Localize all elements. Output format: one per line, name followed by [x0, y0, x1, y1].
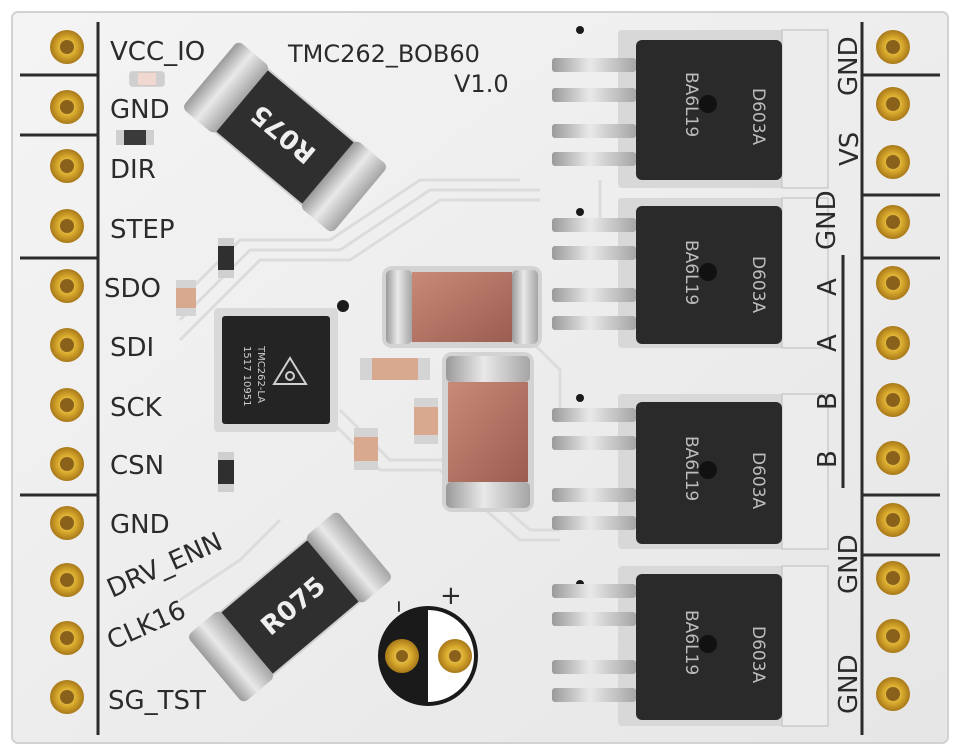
pad — [50, 328, 84, 362]
pad — [876, 503, 910, 537]
label-gnd-2: GND — [812, 190, 842, 250]
pad — [876, 145, 910, 179]
pin-label-sg-tst: SG_TST — [108, 686, 206, 716]
pad — [50, 563, 84, 597]
sense-resistor-top: R075 — [184, 42, 386, 232]
board-title: TMC262_BOB60 — [287, 40, 480, 68]
pad — [50, 30, 84, 64]
mosfet-4: D603A BA6L19 — [552, 565, 829, 727]
mosfet-code-2: BA6L19 — [681, 240, 701, 305]
pad — [50, 680, 84, 714]
pin-label-dir: DIR — [110, 155, 156, 185]
label-b-1: B — [813, 392, 843, 410]
smd-capacitor — [176, 280, 196, 316]
pad — [876, 561, 910, 595]
smd-passives — [176, 238, 438, 492]
label-gnd-3: GND — [834, 534, 864, 594]
polarity-minus: – — [385, 600, 415, 613]
label-gnd-bottom: GND — [834, 654, 864, 714]
pin-label-step: STEP — [110, 215, 175, 245]
mosfet-3: D603A BA6L19 — [552, 393, 829, 550]
mosfet-1: D603A BA6L19 — [552, 26, 829, 189]
mosfet-2: D603A BA6L19 — [552, 197, 829, 349]
label-a-2: A — [813, 334, 843, 352]
driver-ic-date-code: 1517 10951 — [241, 346, 252, 406]
smd-resistor — [218, 452, 234, 492]
pad — [50, 506, 84, 540]
mosfet-code-4: BA6L19 — [681, 610, 701, 675]
pad — [50, 621, 84, 655]
mosfet-marking-3: D603A — [748, 452, 768, 510]
led-component — [129, 71, 165, 87]
pin-label-sdi: SDI — [110, 333, 154, 363]
trinamic-logo-icon — [272, 356, 308, 385]
pin-label-csn: CSN — [110, 451, 164, 481]
mosfet-code-1: BA6L19 — [681, 72, 701, 137]
smd-resistor — [218, 238, 234, 278]
right-header-pads — [876, 30, 910, 711]
pad — [50, 388, 84, 422]
pad — [876, 205, 910, 239]
label-b-2: B — [813, 450, 843, 468]
pad — [876, 441, 910, 475]
pad — [876, 326, 910, 360]
bulk-capacitor-1 — [382, 266, 542, 348]
pin-label-sck: SCK — [110, 393, 163, 423]
mosfet-marking-4: D603A — [748, 626, 768, 684]
bulk-capacitor-2 — [442, 352, 534, 512]
label-vs: VS — [835, 132, 865, 166]
mosfet-code-3: BA6L19 — [681, 436, 701, 501]
silkscreen-lines — [20, 22, 940, 735]
mosfet-marking-2: D603A — [748, 256, 768, 314]
smd-capacitor — [414, 398, 438, 444]
pin-label-vcc-io: VCC_IO — [110, 37, 205, 67]
pad — [50, 447, 84, 481]
pin-label-sdo: SDO — [104, 274, 161, 304]
pad — [50, 209, 84, 243]
pin-label-gnd-2: GND — [110, 510, 170, 540]
pad — [50, 90, 84, 124]
driver-ic-part-number: TMC262-LA — [255, 345, 266, 403]
pad — [876, 383, 910, 417]
pad — [50, 269, 84, 303]
smd-capacitor — [360, 358, 430, 380]
driver-ic: TMC262-LA 1517 10951 — [214, 300, 349, 432]
smd-resistor — [116, 130, 154, 145]
smd-capacitor — [354, 428, 378, 470]
pad — [876, 266, 910, 300]
pad — [876, 619, 910, 653]
sense-resistor-bottom: R075 — [189, 512, 391, 702]
pad — [876, 677, 910, 711]
pad — [876, 30, 910, 64]
label-a-1: A — [813, 278, 843, 296]
pad — [50, 149, 84, 183]
left-header-pads — [50, 30, 84, 714]
label-gnd-top: GND — [834, 36, 864, 96]
board-version: V1.0 — [454, 70, 509, 98]
mosfet-marking-1: D603A — [748, 88, 768, 146]
power-input-terminal: – + — [378, 581, 478, 706]
polarity-plus: + — [440, 581, 462, 611]
pin-label-gnd: GND — [110, 95, 170, 125]
pad — [876, 87, 910, 121]
right-pin-labels: GND VS GND A A B B GND GND — [812, 36, 865, 714]
